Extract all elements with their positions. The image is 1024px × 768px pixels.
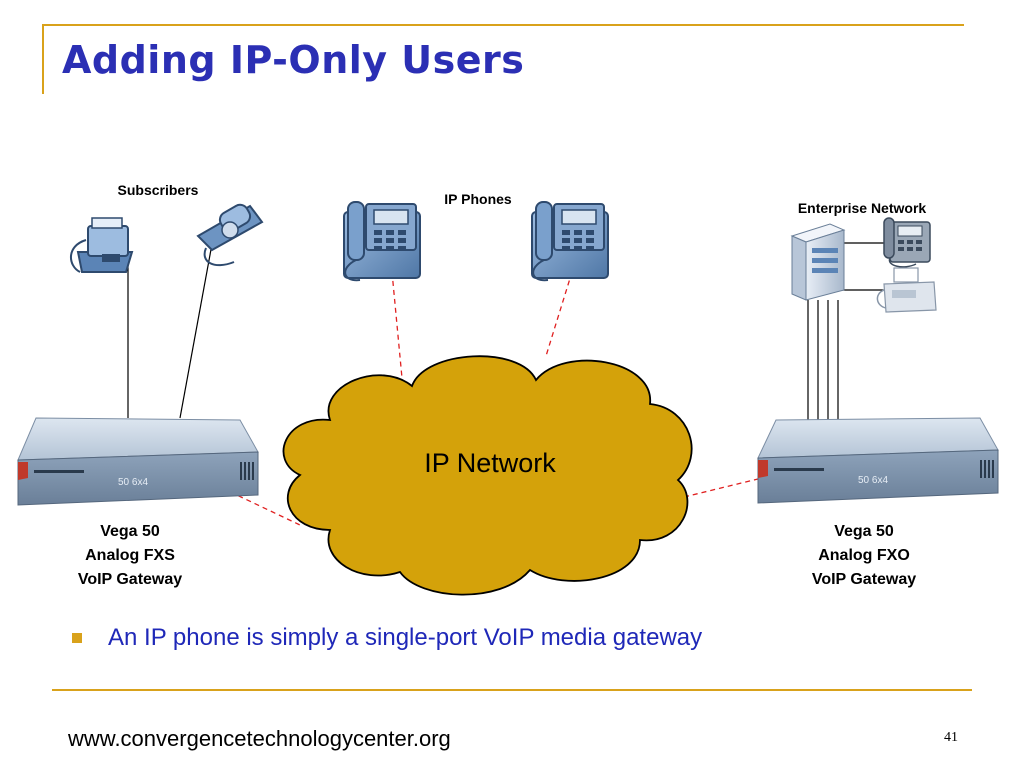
gateway-left-label-line1: Vega 50: [100, 523, 160, 540]
ip-phones-label: IP Phones: [444, 191, 512, 207]
subscriber-phone-icon: [196, 203, 264, 267]
bullet-text: An IP phone is simply a single-port VoIP…: [108, 624, 703, 651]
subscriber-fax-phone-icon: [70, 217, 134, 273]
subscribers-label: Subscribers: [118, 182, 199, 198]
ip-phone-2-icon: [531, 201, 609, 282]
square-bullet-icon: [72, 633, 82, 643]
ip-phone-1-icon: [343, 201, 421, 282]
frame-top-rule: [42, 24, 964, 26]
cloud-label: IP Network: [424, 448, 556, 478]
slide-title: Adding IP-Only Users: [62, 38, 525, 82]
gateway-left-label-line2: Analog FXS: [85, 547, 175, 564]
gateway-right-label-line2: Analog FXO: [818, 547, 910, 564]
bullet-item: An IP phone is simply a single-port VoIP…: [72, 624, 702, 652]
link-gateway-right: [683, 477, 763, 498]
vega-50-fxo-gateway: 50 6x4: [757, 417, 999, 504]
enterprise-server-icon: [790, 223, 846, 301]
wire-subscriber-2: [179, 243, 213, 419]
vega-50-fxs-gateway: 50 6x4: [17, 417, 259, 506]
ip-network-cloud: [282, 355, 693, 596]
enterprise-phone-icon: [883, 217, 931, 268]
footer-rule: [52, 689, 972, 691]
footer-url: www.convergencetechnologycenter.org: [68, 726, 451, 751]
gateway-right-label-line1: Vega 50: [834, 523, 894, 540]
page-number: 41: [944, 730, 958, 745]
gateway-right-label-line3: VoIP Gateway: [812, 571, 916, 588]
gateway-left-label-line3: VoIP Gateway: [78, 571, 182, 588]
frame-left-rule: [42, 24, 44, 94]
link-ip-phone-2: [545, 271, 573, 357]
wire-bundle-enterprise: [807, 242, 885, 422]
gateway-right-model: 50 6x4: [858, 475, 888, 486]
link-ip-phone-1: [391, 271, 403, 379]
enterprise-fax-icon: [876, 267, 937, 313]
enterprise-network-label: Enterprise Network: [798, 200, 927, 216]
gateway-left-model: 50 6x4: [118, 477, 148, 488]
